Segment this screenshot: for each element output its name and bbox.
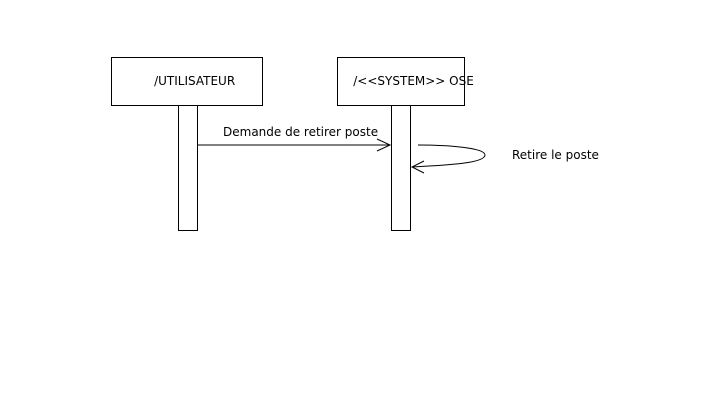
- activation-bar-utilisateur: [178, 105, 198, 231]
- message-label-retire: Retire le poste: [512, 148, 599, 162]
- activation-bar-system-ose: [391, 105, 411, 231]
- message-arrowhead-demande: [376, 138, 392, 152]
- participant-utilisateur: /UTILISATEUR: [111, 57, 263, 106]
- participant-system-ose-label: /<<SYSTEM>> OSE: [353, 74, 474, 88]
- message-label-demande: Demande de retirer poste: [223, 125, 379, 139]
- self-message-arrow-retire: [411, 144, 486, 168]
- participant-utilisateur-label: /UTILISATEUR: [154, 74, 236, 88]
- self-message-arrowhead-retire: [410, 160, 425, 174]
